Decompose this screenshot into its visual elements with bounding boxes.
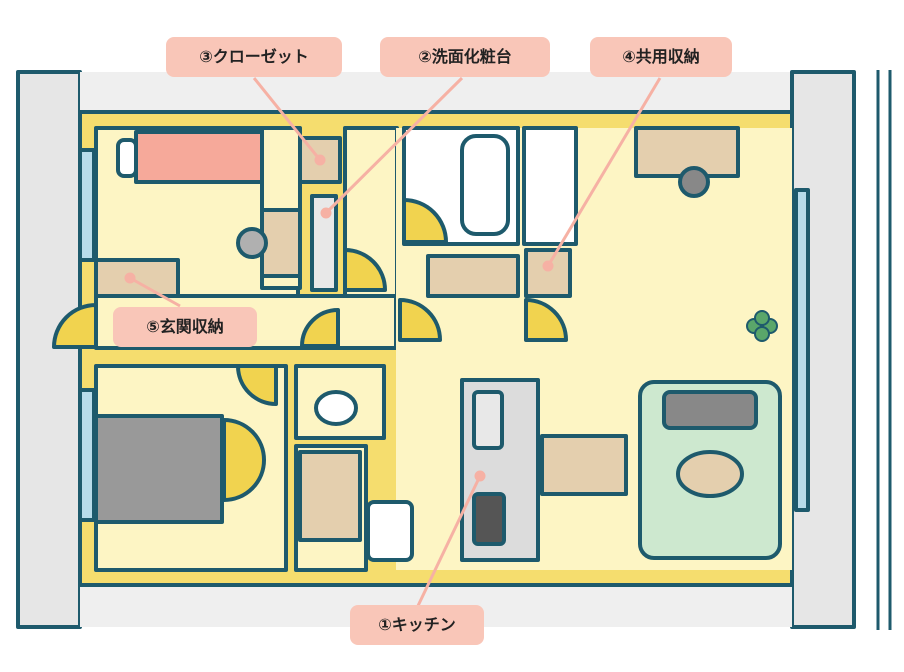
- toilet: [314, 390, 358, 426]
- door-storage: [524, 298, 568, 342]
- label-closet: ③クローゼット: [166, 37, 342, 77]
- desk-3: [94, 414, 224, 524]
- bathtub: [460, 134, 510, 236]
- door-toilet: [300, 308, 340, 348]
- window-left-2: [78, 388, 96, 522]
- label-vanity: ②洗面化粧台: [380, 37, 550, 77]
- toilet-storage: [522, 126, 578, 246]
- coffee-table: [676, 450, 744, 498]
- washer: [366, 500, 414, 562]
- stove: [472, 492, 506, 546]
- shared-storage-box: [524, 248, 572, 298]
- door-entrance: [52, 303, 98, 349]
- label-kitchen: ①キッチン: [350, 605, 484, 645]
- door-ldk: [398, 298, 442, 342]
- bed-1: [134, 130, 264, 184]
- closet-2-box: [298, 450, 362, 542]
- outer-wall-left: [16, 70, 82, 629]
- dining-table: [540, 434, 628, 496]
- outer-wall-top: [80, 72, 792, 112]
- door-washroom: [343, 248, 387, 292]
- pillow-1: [116, 138, 138, 178]
- sink: [472, 390, 504, 450]
- entrance-storage-box: [94, 258, 180, 298]
- label-shared-storage: ④共用収納: [590, 37, 732, 77]
- plant-icon: [746, 310, 778, 342]
- window-right: [794, 188, 810, 512]
- chair-2: [678, 166, 710, 198]
- window-left-1: [78, 148, 96, 262]
- door-bedroom-2: [236, 364, 278, 406]
- storage-shelf: [426, 254, 520, 298]
- door-bathroom: [402, 198, 448, 244]
- chair-1: [236, 227, 268, 259]
- door-desk: [222, 418, 266, 502]
- sofa: [662, 390, 758, 430]
- label-entrance-storage: ⑤玄関収納: [113, 307, 257, 347]
